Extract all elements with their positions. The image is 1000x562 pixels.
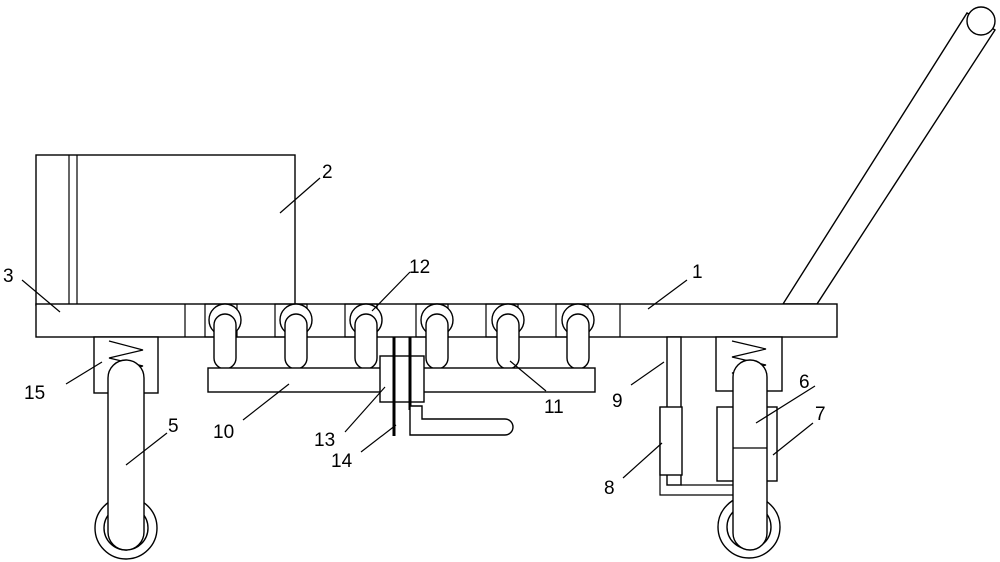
label-12: 12 — [409, 257, 430, 278]
label-13: 13 — [314, 430, 335, 451]
right-frame — [659, 336, 740, 496]
label-14: 14 — [331, 451, 353, 472]
label-11: 11 — [544, 397, 564, 418]
label-5: 5 — [168, 416, 179, 437]
roller — [415, 303, 454, 370]
roller — [555, 303, 595, 370]
label-1: 1 — [692, 262, 703, 283]
roller — [485, 303, 525, 370]
leader-lines — [21, 177, 816, 479]
roller — [204, 303, 242, 370]
reference-numerals: 1 2 3 5 6 7 8 9 10 11 12 13 14 15 — [3, 162, 826, 499]
label-15: 15 — [24, 383, 45, 404]
label-9: 9 — [612, 391, 623, 412]
screw-assembly — [379, 337, 514, 436]
roller — [274, 303, 313, 370]
label-3: 3 — [3, 266, 14, 287]
label-7: 7 — [815, 404, 826, 425]
container-box — [35, 154, 296, 323]
handle — [781, 6, 996, 305]
roller — [344, 303, 383, 370]
left-leg — [94, 359, 158, 560]
label-8: 8 — [604, 478, 615, 499]
right-leg — [716, 359, 781, 559]
label-6: 6 — [799, 372, 810, 393]
label-2: 2 — [322, 162, 333, 183]
label-10: 10 — [213, 422, 234, 443]
roller-row — [204, 303, 595, 370]
